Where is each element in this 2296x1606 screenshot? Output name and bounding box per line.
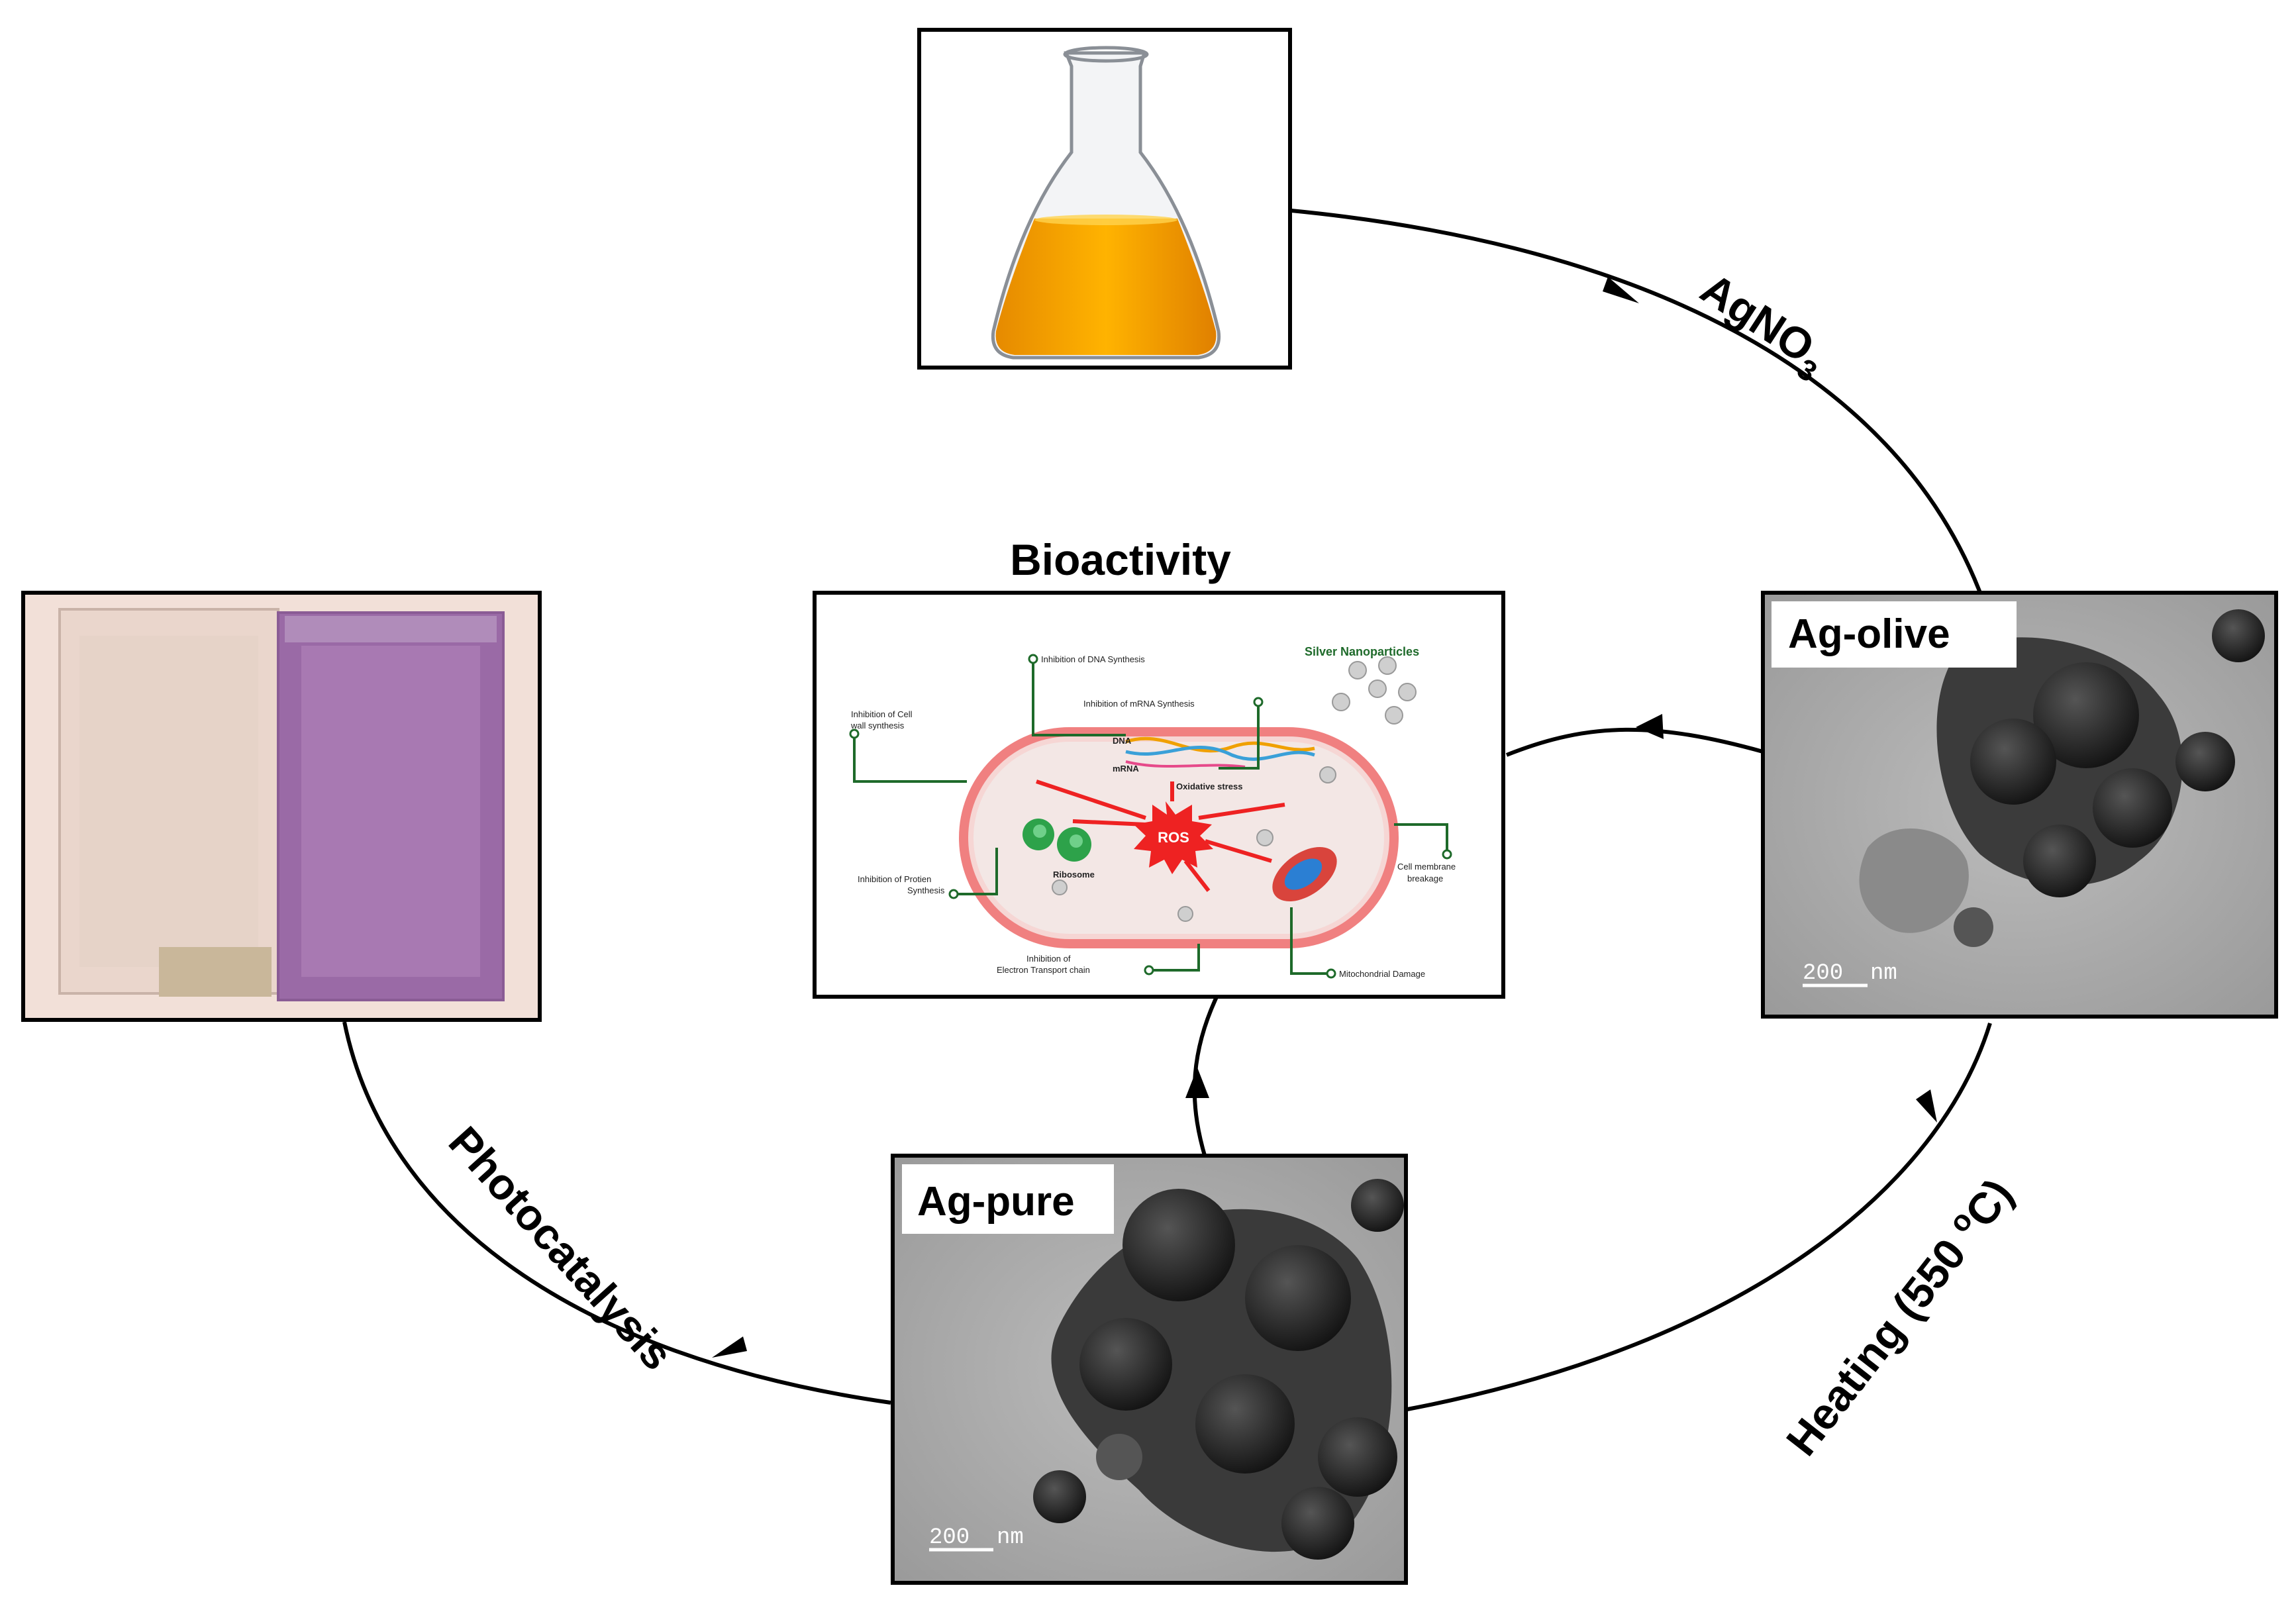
label-mrna: mRNA [1113,764,1139,774]
label-dna: DNA [1113,736,1132,746]
arrowhead-bio-bottom [1185,1068,1209,1098]
ag-olive-scale-label: 200 nm [1803,961,1897,986]
arc-agolive-to-agpure [1407,1023,1992,1411]
ag-pure-particles [1033,1179,1404,1560]
arrowhead-heating [1916,1089,1937,1123]
ag-olive-particles [1859,609,2265,947]
label-oxidative: Oxidative stress [1176,781,1242,791]
arrowhead-bio-right [1636,714,1664,739]
cuvette-clear [58,608,279,997]
arrowheads [712,277,1937,1358]
ag-pure-title: Ag-pure [917,1179,1075,1225]
label-cell-wall-2: wall synthesis [850,721,905,730]
arc-agpure-to-cuvette [342,1021,891,1405]
label-protein-1: Inhibition of Protien [858,874,931,884]
dna-strand-icon [1125,736,1315,768]
label-cell-wall-1: Inhibition of Cell [851,709,913,719]
ag-olive-title: Ag-olive [1788,611,1950,657]
label-mito: Mitochondrial Damage [1339,969,1425,979]
callout-dots [849,654,1452,979]
label-protein-2: Synthesis [907,885,945,895]
label-membrane-2: breakage [1407,874,1443,883]
label-membrane-1: Cell membrane [1397,862,1456,872]
label-silver-np: Silver Nanoparticles [1305,645,1419,658]
arc-agolive-to-bio [1505,727,1764,757]
ribosome-icon [1023,819,1091,862]
heating-label: Heating (550 oC) [1775,1168,2022,1464]
arc-flask-to-agolive [1291,209,1982,594]
flask-icon [991,46,1221,360]
cuvette-purple [277,611,505,1001]
silver-nanoparticles [1052,656,1417,922]
ros-label: ROS [1158,829,1189,846]
callout-lines [853,659,1448,975]
arrowhead-agno3 [1603,277,1639,303]
label-ribosome: Ribosome [1053,870,1095,879]
arrowhead-photocatalysis [712,1336,747,1358]
agno3-label: AgNO3 [1687,264,1836,389]
cuvette-photo-panel [21,591,542,1022]
label-etc-1: Inhibition of [1026,954,1071,964]
bioactivity-panel: ROS [813,591,1505,999]
ag-olive-tem-panel: Ag-olive 200 nm [1761,591,2278,1019]
bioactivity-title: Bioactivity [1010,535,1231,584]
ros-burst [1134,801,1213,874]
label-etc-2: Electron Transport chain [997,965,1090,975]
label-dna-synthesis: Inhibition of DNA Synthesis [1041,654,1145,664]
label-mrna-synthesis: Inhibition of mRNA Synthesis [1083,699,1195,709]
photocatalysis-label: Photocatalysis [440,1117,683,1380]
ros-arrows [1036,779,1285,892]
flask-panel [917,28,1292,370]
mitochondrion-icon [1272,846,1337,902]
ag-pure-scale-label: 200 nm [929,1525,1024,1550]
ag-pure-tem-panel: Ag-pure 200 nm [891,1154,1408,1585]
